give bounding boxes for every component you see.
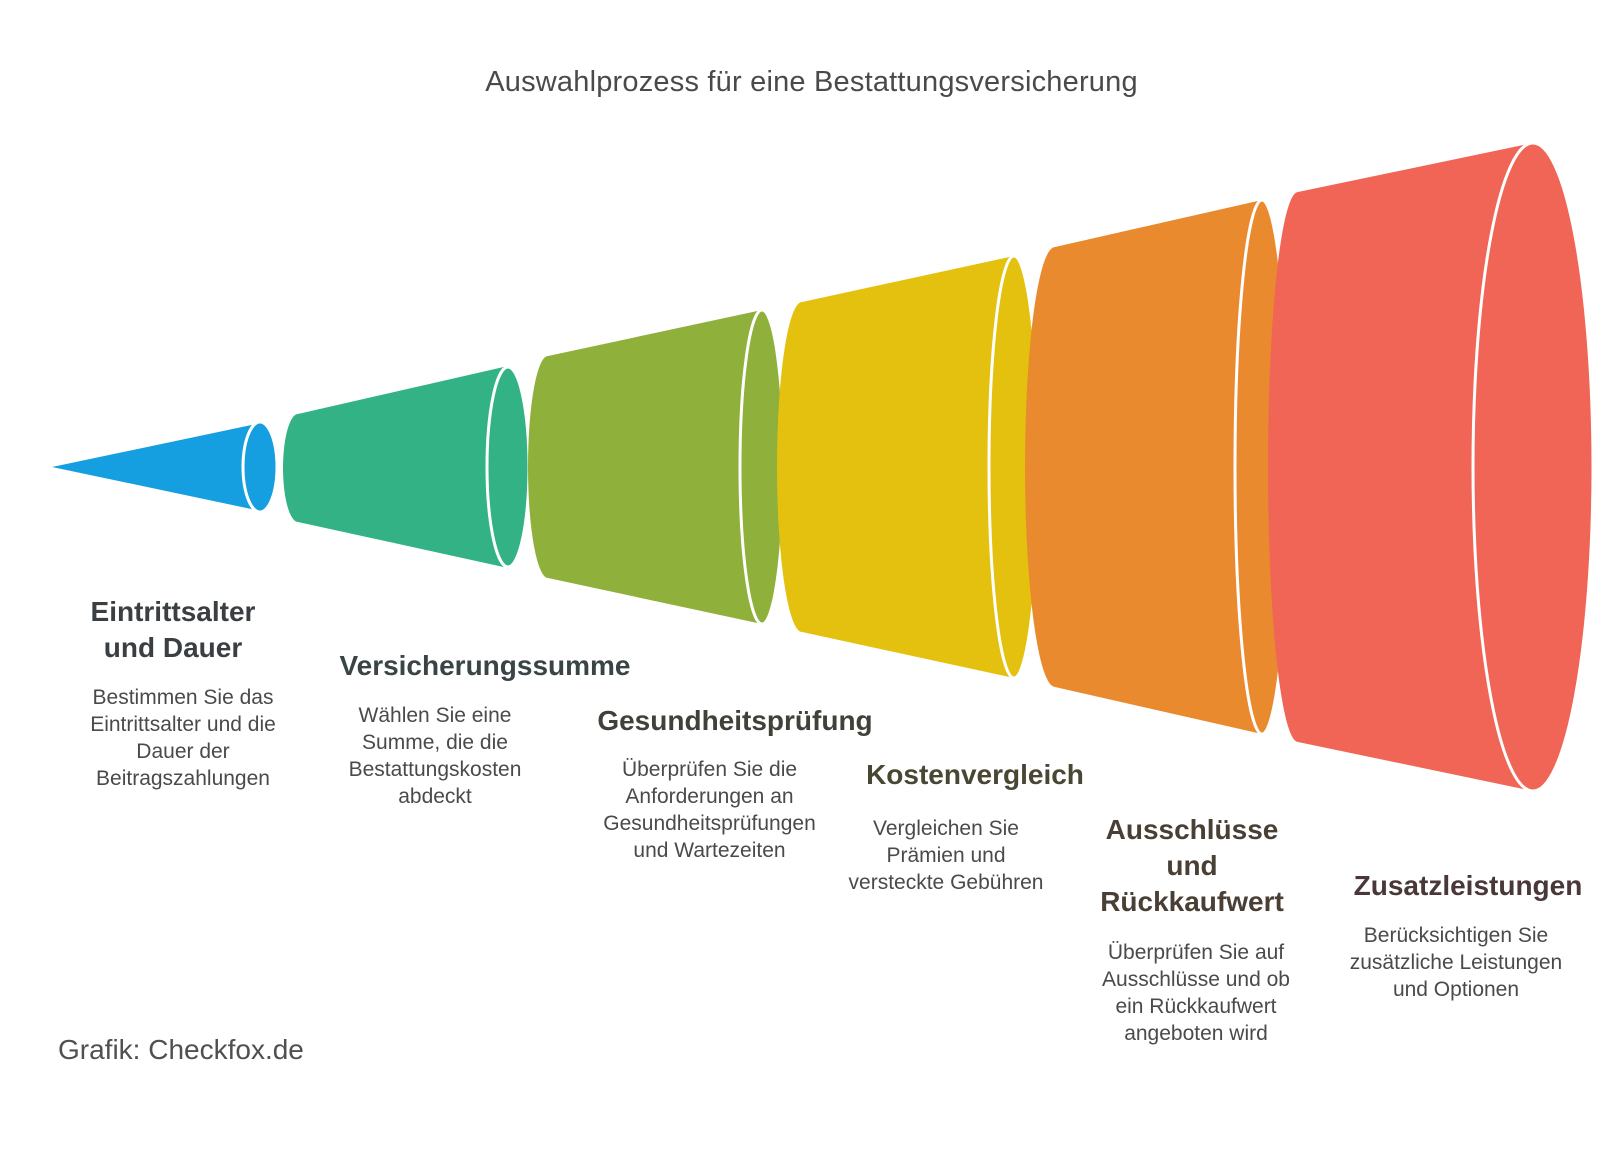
funnel-stage-6-body (1268, 143, 1533, 791)
step-1-heading: Eintrittsalter und Dauer (90, 596, 256, 663)
step-5-description: Überprüfen Sie auf Ausschlüsse und ob ei… (1102, 941, 1290, 1045)
step-2-description: Wählen Sie eine Summe, die die Bestattun… (348, 704, 522, 808)
step-4-heading: Kostenvergleich (866, 759, 1084, 790)
step-6-description: Berücksichtigen Sie zusätzliche Leistung… (1349, 924, 1563, 1001)
funnel-stage-5-body (1025, 200, 1262, 734)
funnel-stage-1-body (52, 424, 256, 510)
funnel-stage-6 (1268, 141, 1595, 793)
funnel-stage-1-rim (241, 420, 279, 514)
funnel-stage-2-body (283, 366, 508, 568)
funnel-stage-4 (777, 254, 1041, 680)
funnel-stage-6-rim (1471, 141, 1595, 793)
step-2-heading: Versicherungssumme (339, 650, 631, 681)
diagram-title: Auswahlprozess für eine Bestattungsversi… (485, 66, 1138, 98)
step-4-description: Vergleichen Sie Prämien und versteckte G… (848, 817, 1044, 894)
step-3-description: Überprüfen Sie die Anforderungen an Gesu… (603, 758, 816, 862)
funnel-stage-2-rim (485, 365, 531, 569)
step-6-heading: Zusatzleistungen (1353, 870, 1583, 901)
credit-text: Grafik: Checkfox.de (58, 1034, 304, 1065)
step-3-heading: Gesundheitsprüfung (597, 705, 873, 736)
funnel-stage-2 (283, 365, 531, 569)
funnel-stage-5 (1025, 198, 1291, 736)
funnel-stage-4-body (777, 256, 1014, 678)
funnel-stage-3 (528, 308, 786, 626)
step-1-description: Bestimmen Sie das Eintrittsalter und die… (90, 686, 276, 790)
funnel-stage-1 (52, 420, 279, 514)
step-5-heading: Ausschlüsse und Rückkaufwert (1100, 814, 1284, 917)
funnel-stage-3-body (528, 310, 762, 624)
